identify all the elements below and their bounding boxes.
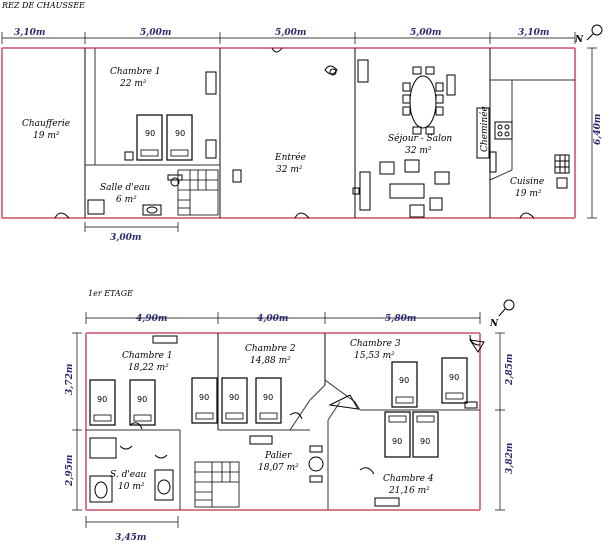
- room-sejour-area: 32 m²: [405, 146, 432, 156]
- first-bed-5: 90: [255, 377, 282, 424]
- first-floor-plan: 1er ETAGE 4,90m 4,00m 5,80m: [65, 289, 515, 543]
- first-bed-3-label: 90: [199, 393, 209, 402]
- first-dim-2: 4,00m: [257, 314, 288, 324]
- room-f-chambre3-area: 15,53 m²: [354, 351, 395, 361]
- ground-north-label: N: [574, 35, 584, 45]
- first-bed-9: 90: [412, 411, 439, 458]
- room-chaufferie-area: 19 m²: [33, 131, 60, 141]
- room-f-palier-name: Palier: [264, 451, 292, 461]
- ground-dim-3: 5,00m: [275, 28, 306, 38]
- first-bed-1: 90: [89, 379, 116, 426]
- ground-bed-2-label: 90: [175, 129, 185, 138]
- room-f-palier-area: 18,07 m²: [258, 463, 299, 473]
- ground-bottom-dimension: [84, 222, 179, 232]
- ground-stair: [177, 169, 219, 216]
- ground-dim-4: 5,00m: [410, 28, 441, 38]
- first-dim-1: 4,90m: [136, 314, 167, 324]
- ground-dim-2: 5,00m: [140, 28, 171, 38]
- first-bed-9-label: 90: [420, 437, 430, 446]
- ground-floor-title: REZ DE CHAUSSEE: [1, 1, 85, 10]
- first-left-dimension: [72, 332, 82, 511]
- ground-bed-1-label: 90: [145, 129, 155, 138]
- first-bed-8-label: 90: [392, 437, 402, 446]
- first-furniture: [89, 334, 485, 507]
- first-left-dim-2: 2,95m: [65, 455, 75, 487]
- first-bed-3: 90: [191, 377, 218, 424]
- room-sejour-name: Séjour - Salon: [388, 133, 452, 144]
- room-chambre1-area: 22 m²: [119, 79, 147, 89]
- ground-right-dim: 6,40m: [593, 114, 603, 145]
- room-salle-eau-area: 6 m²: [116, 195, 137, 205]
- first-bed-7: 90: [441, 357, 468, 404]
- ground-dim-5: 3,10m: [518, 28, 549, 38]
- first-north-label: N: [489, 319, 499, 329]
- fireplace-label: Cheminée: [479, 106, 490, 152]
- first-bed-2-label: 90: [137, 395, 147, 404]
- ground-right-dimension: [587, 47, 597, 219]
- room-chambre1-name: Chambre 1: [110, 67, 161, 77]
- ground-bed-1: 90: [136, 114, 163, 161]
- ground-floor-plan: REZ DE CHAUSSEE 3,10m 5,00m 5,00m 5,00m …: [1, 1, 603, 243]
- room-f-sdeau-name: S. d'eau: [110, 470, 146, 480]
- room-entree-name: Entrée: [274, 152, 306, 163]
- ground-walls: [1, 47, 576, 219]
- ground-furniture: [54, 47, 570, 219]
- room-cuisine-area: 19 m²: [515, 189, 542, 199]
- first-bed-5-label: 90: [263, 393, 273, 402]
- first-bottom-dim: 3,45m: [115, 533, 146, 543]
- first-bed-6-label: 90: [399, 376, 409, 385]
- first-bottom-dimension: [85, 516, 179, 528]
- first-right-dimension: [495, 332, 505, 511]
- room-f-chambre1-area: 18,22 m²: [128, 363, 169, 373]
- first-walls: [85, 332, 481, 511]
- first-bed-8: 90: [384, 411, 411, 458]
- room-entree-area: 32 m²: [276, 165, 303, 175]
- first-bed-4: 90: [221, 377, 248, 424]
- first-bed-1-label: 90: [97, 395, 107, 404]
- first-stair: [194, 461, 240, 508]
- ground-dimension-line: [1, 32, 576, 44]
- room-cuisine-name: Cuisine: [510, 177, 544, 187]
- room-f-chambre3-name: Chambre 3: [350, 339, 401, 349]
- room-f-chambre1-name: Chambre 1: [122, 351, 173, 361]
- room-f-sdeau-area: 10 m²: [118, 482, 145, 492]
- first-bed-2: 90: [129, 379, 156, 426]
- first-left-dim-1: 3,72m: [65, 364, 75, 395]
- first-right-dim-2: 3,82m: [505, 443, 515, 474]
- first-bed-4-label: 90: [229, 393, 239, 402]
- first-right-dim-1: 2,85m: [505, 354, 515, 386]
- first-north-compass: N: [489, 299, 515, 329]
- room-chaufferie-name: Chaufferie: [22, 119, 70, 129]
- first-floor-title: 1er ETAGE: [88, 289, 133, 298]
- ground-north-compass: N: [574, 24, 603, 45]
- first-dimension-line: [85, 312, 481, 324]
- room-salle-eau-name: Salle d'eau: [100, 183, 150, 193]
- first-bed-7-label: 90: [449, 373, 459, 382]
- first-bed-6: 90: [391, 361, 418, 408]
- first-dim-3: 5,80m: [385, 314, 416, 324]
- room-f-chambre4-name: Chambre 4: [383, 474, 434, 484]
- ground-bottom-dim: 3,00m: [110, 233, 141, 243]
- room-f-chambre2-name: Chambre 2: [245, 344, 296, 354]
- room-f-chambre2-area: 14,88 m²: [250, 356, 291, 366]
- ground-dim-1: 3,10m: [14, 28, 45, 38]
- room-f-chambre4-area: 21,16 m²: [388, 486, 430, 496]
- ground-bed-2: 90: [166, 114, 193, 161]
